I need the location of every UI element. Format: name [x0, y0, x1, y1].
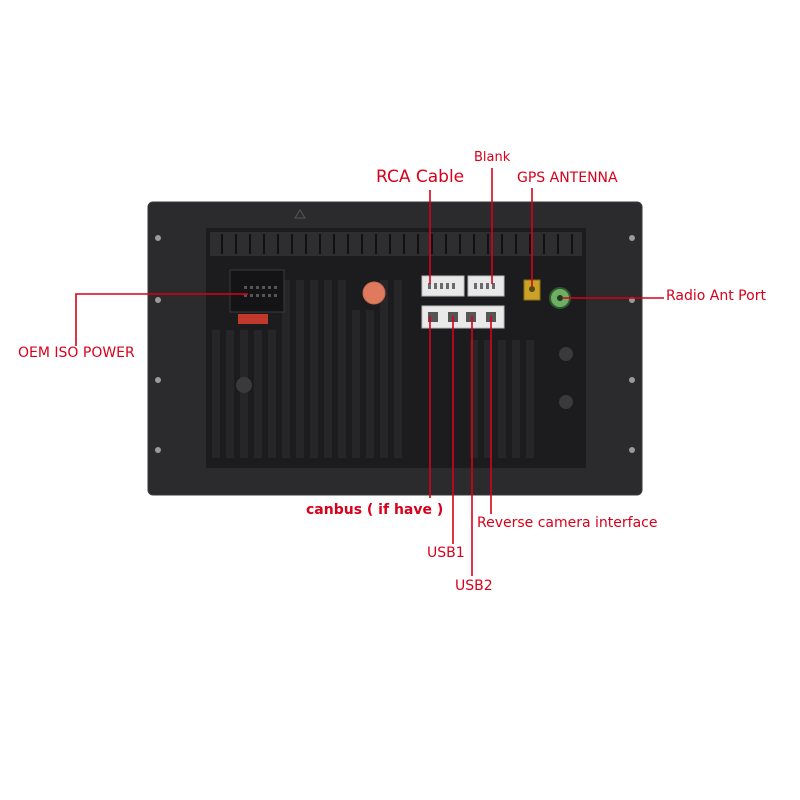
top-ribs: [210, 232, 582, 256]
heatsink-fins: [212, 280, 534, 458]
iso-power-connector: [229, 269, 285, 313]
iso-power-pins: [244, 286, 277, 297]
top-rib-lines: [221, 234, 573, 254]
side-screws: [236, 347, 573, 409]
usb-camera-connector-block: [421, 305, 505, 329]
mounting-holes: [155, 235, 635, 453]
leader-oem-iso-power: [75, 293, 248, 346]
leader-lines: [75, 168, 664, 576]
label-usb1: USB1: [427, 545, 465, 561]
label-oem-iso-power: OEM ISO POWER: [18, 345, 135, 361]
radio-antenna-center: [557, 295, 563, 301]
label-rca-cable: RCA Cable: [376, 167, 465, 187]
label-canbus: canbus ( if have ): [306, 502, 444, 518]
gps-antenna-pin: [529, 286, 535, 292]
warranty-sticker: [362, 281, 386, 305]
top-connector-slots: [428, 283, 495, 289]
label-gps-antenna: GPS ANTENNA: [517, 170, 618, 186]
label-blank: Blank: [474, 150, 511, 165]
warning-triangle-icon: [294, 209, 306, 219]
label-usb2: USB2: [455, 578, 493, 594]
fuse: [238, 314, 268, 324]
label-radio-ant-port: Radio Ant Port: [666, 288, 766, 304]
label-reverse-camera-interface: Reverse camera interface: [477, 515, 658, 531]
